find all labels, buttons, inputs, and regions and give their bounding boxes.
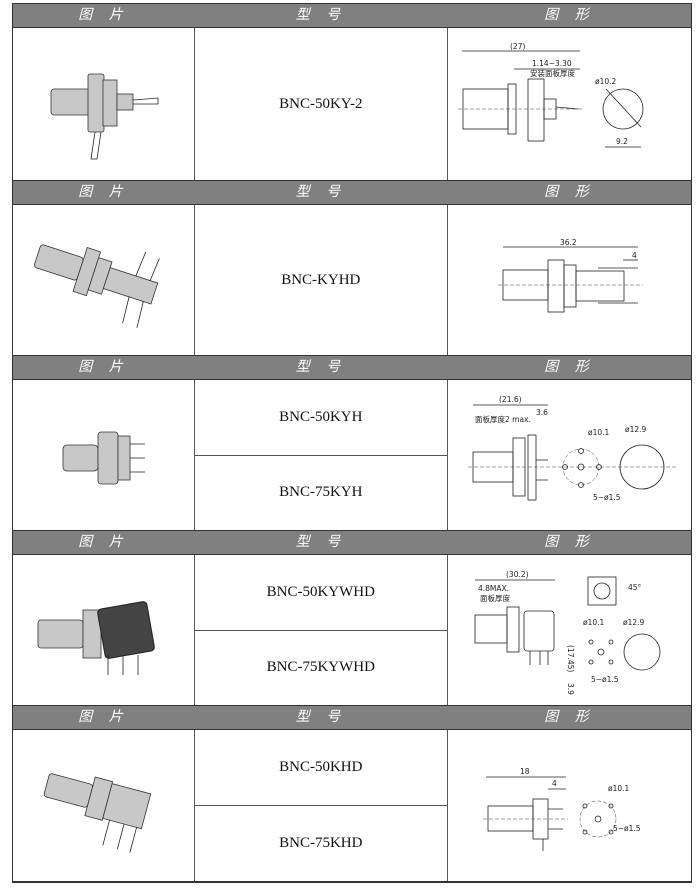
product-photo [13, 380, 195, 530]
header-model: 型 号 [295, 184, 347, 200]
model-name: BNC-50KYWHD [266, 583, 375, 600]
header-figure: 图 形 [544, 184, 595, 200]
dim-overall: (30.2) [506, 570, 529, 579]
header-row: 图 片 型 号 图 形 [13, 181, 691, 205]
dim-diameter: ø12.9 [623, 618, 645, 627]
product-photo [13, 555, 195, 705]
dim-panel-note: 安装面板厚度 [530, 68, 575, 78]
dimension-drawing: 36.2 4 [448, 205, 691, 355]
model-name: BNC-75KHD [194, 805, 447, 881]
header-photo: 图 片 [78, 534, 129, 550]
dim-pcd: ø10.1 [608, 784, 630, 793]
header-row: 图 片 型 号 图 形 [13, 706, 691, 730]
header-figure: 图 形 [544, 709, 595, 725]
dim-holes: 5−ø1.5 [613, 824, 641, 833]
dim-height: (17.45) [566, 645, 575, 672]
dim-angle: 45° [628, 583, 642, 592]
header-figure: 图 形 [544, 7, 595, 23]
header-row: 图 片 型 号 图 形 [13, 531, 691, 555]
header-model: 型 号 [295, 7, 347, 23]
header-photo: 图 片 [78, 709, 129, 725]
dim-pin: 3.6 [536, 408, 548, 417]
header-row: 图 片 型 号 图 形 [13, 356, 691, 380]
header-photo: 图 片 [78, 359, 129, 375]
dimension-drawing: (27) 1.14~3.30 安装面板厚度 ø10.2 9.2 [448, 28, 691, 180]
dim-pin: 3.9 [566, 683, 575, 695]
header-figure: 图 形 [544, 359, 595, 375]
dim-pcd: ø10.1 [588, 428, 610, 437]
dim-diameter: ø10.2 [595, 77, 617, 86]
product-photo [13, 730, 195, 881]
header-photo: 图 片 [78, 7, 129, 23]
dimension-drawing: (30.2) 4.8MAX. 面板厚度 (17.45) 3.9 45° ø10.… [448, 555, 691, 705]
dim-overall: 18 [520, 767, 530, 776]
dimension-drawing: (21.6) 3.6 面板厚度2 max. ø10.1 5−ø1.5 ø12.9 [448, 380, 691, 530]
dim-diameter: ø12.9 [625, 425, 647, 434]
product-row: BNC-50KHD BNC-75KHD 18 4 ø10.1 5−ø1.5 [13, 730, 691, 881]
header-photo: 图 片 [78, 184, 129, 200]
dim-holes: 5−ø1.5 [591, 675, 619, 684]
product-photo [13, 28, 195, 180]
product-row: BNC-KYHD 36.2 4 [13, 205, 691, 356]
model-name: BNC-75KYH [194, 454, 447, 531]
dim-flat: 9.2 [616, 137, 628, 146]
dim-overall: (21.6) [499, 395, 522, 404]
model-name: BNC-50KYH [279, 408, 363, 425]
header-model: 型 号 [295, 534, 347, 550]
model-name: BNC-50KY-2 [279, 95, 363, 112]
dim-panel-note: 面板厚度 [480, 593, 510, 603]
dim-panel: 1.14~3.30 [532, 59, 572, 68]
header-row: 图 片 型 号 图 形 [13, 4, 691, 28]
header-model: 型 号 [295, 359, 347, 375]
dim-panel-note: 面板厚度2 max. [475, 414, 531, 424]
dim-pcd: ø10.1 [583, 618, 605, 627]
dim-holes: 5−ø1.5 [593, 493, 621, 502]
model-name: BNC-50KHD [279, 759, 363, 775]
product-row: BNC-50KYWHD BNC-75KYWHD (30.2) 4.8MAX. 面… [13, 555, 691, 706]
header-model: 型 号 [295, 709, 347, 725]
model-name: BNC-KYHD [281, 271, 361, 288]
dim-overall: (27) [510, 42, 525, 51]
product-row: BNC-50KYH BNC-75KYH (21.6) 3.6 面板厚度2 max… [13, 380, 691, 531]
dim-overall: 36.2 [560, 238, 577, 247]
dimension-drawing: 18 4 ø10.1 5−ø1.5 [448, 730, 691, 881]
product-photo [13, 205, 195, 355]
connector-table: 图 片 型 号 图 形 BNC-50KY-2 (27) 1.14~3.30 安装… [12, 3, 692, 883]
product-row: BNC-50KY-2 (27) 1.14~3.30 安装面板厚度 ø10.2 9… [13, 28, 691, 181]
header-figure: 图 形 [544, 534, 595, 550]
dim-pin: 4 [632, 251, 637, 260]
dim-panel: 4.8MAX. [478, 584, 509, 593]
dim-pin: 4 [552, 779, 557, 788]
model-name: BNC-75KYWHD [194, 629, 447, 706]
